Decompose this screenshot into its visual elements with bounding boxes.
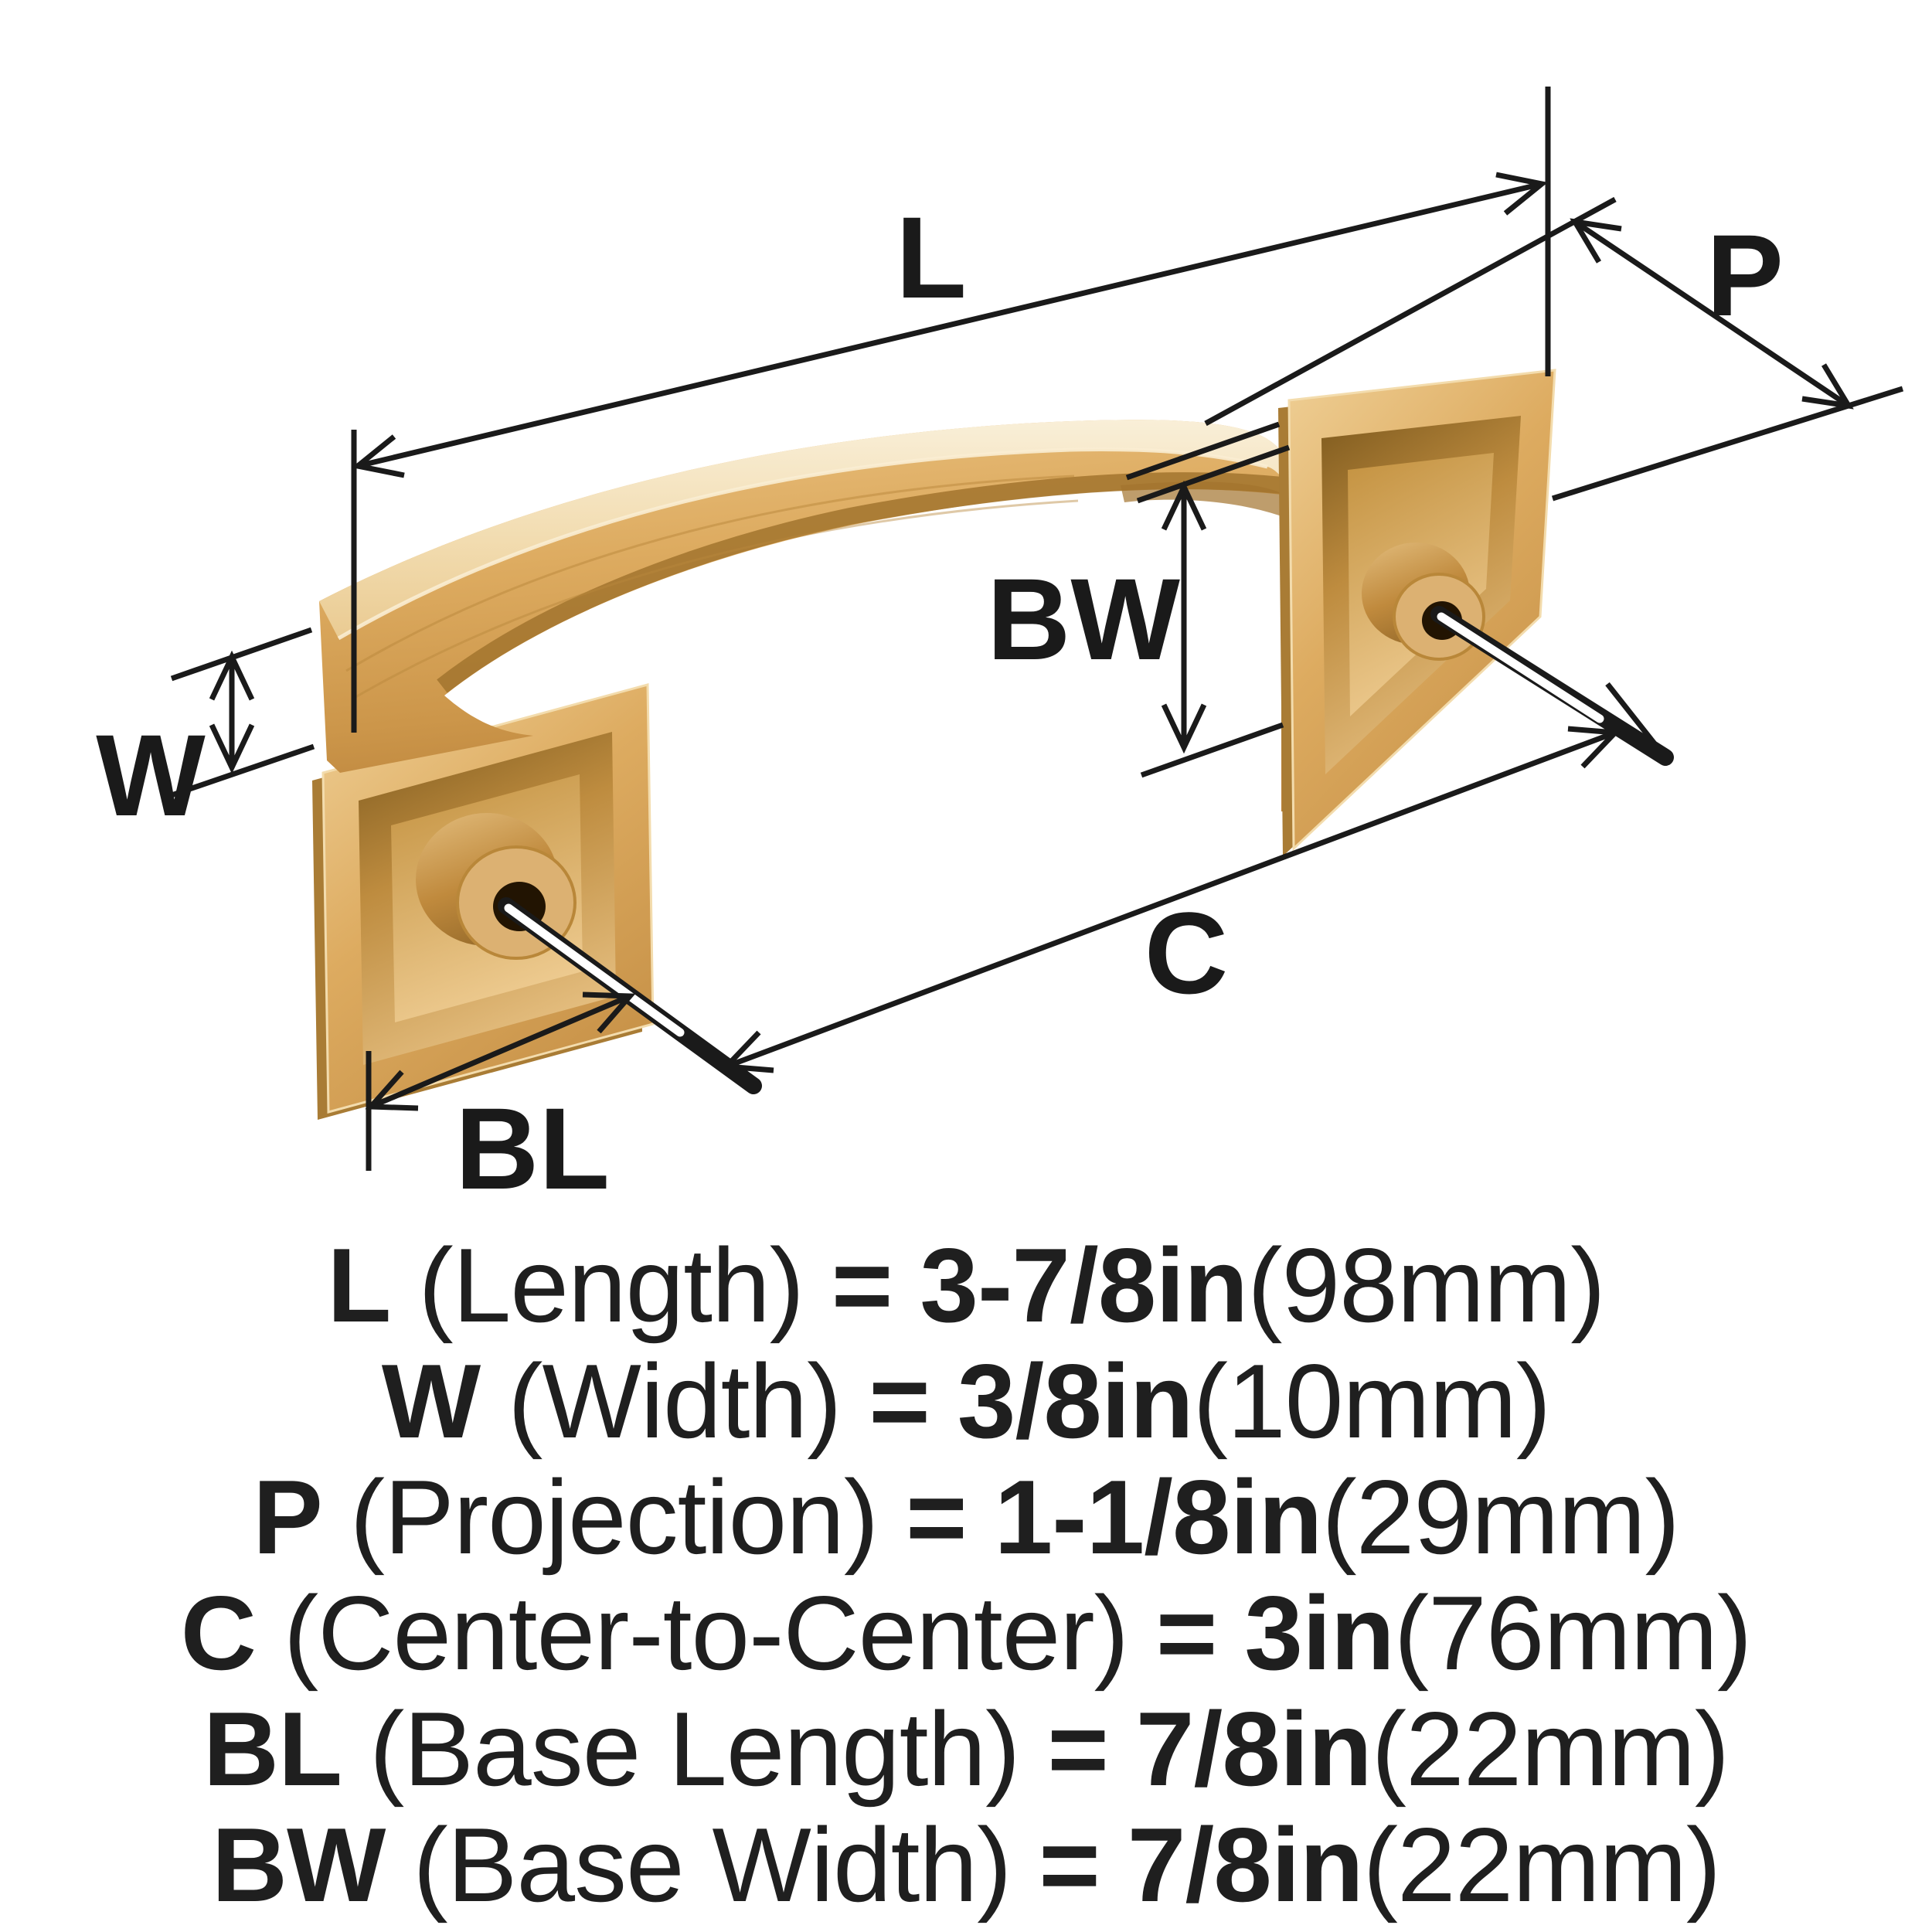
c-extension-tick-right [1605, 682, 1668, 760]
p-extension-line-upper [1204, 196, 1617, 427]
spec-value-mm: (22mm) [1362, 1806, 1721, 1923]
c-arrowhead-right [1567, 726, 1621, 769]
spec-value-mm: (22mm) [1371, 1690, 1730, 1808]
spec-value-in: 3/8in [957, 1342, 1194, 1460]
spec-row-center-to-center: C(Center-to-Center)=3in(76mm) [0, 1575, 1932, 1691]
spec-value-mm: (10mm) [1192, 1342, 1551, 1460]
p-dimension-line [1573, 219, 1850, 408]
label-W: W [96, 710, 206, 840]
bw-arrowhead-top [1161, 480, 1207, 531]
spec-value-in: 7/8in [1127, 1806, 1364, 1923]
label-BW: BW [987, 554, 1180, 684]
spec-equals: = [869, 1342, 930, 1460]
spec-value-in: 3in [1244, 1574, 1394, 1692]
bl-arrowhead-right [582, 992, 636, 1034]
spec-label: W [381, 1342, 481, 1460]
w-tick-upper [170, 627, 313, 682]
label-BL: BL [455, 1083, 610, 1213]
bw-tick-upper-b [1136, 444, 1291, 504]
bw-tick-upper-a [1125, 421, 1281, 481]
spec-label: BL [202, 1690, 342, 1808]
spec-label: L [327, 1226, 391, 1344]
w-arrowhead-top [209, 650, 255, 701]
c-dimension-line [725, 730, 1617, 1070]
bw-arrowhead-bottom [1161, 703, 1207, 754]
label-L: L [896, 192, 967, 322]
spec-name: (Base Width) [413, 1806, 1012, 1923]
pull-handle-dimension-diagram: L P W BW C BL [96, 87, 1904, 1213]
spec-label: P [253, 1458, 323, 1576]
spec-name: (Center-to-Center) [283, 1574, 1129, 1692]
spec-legend: L(Length)=3-7/8in(98mm) W(Width)=3/8in(1… [0, 1227, 1932, 1923]
w-arrowhead-bottom [209, 723, 255, 774]
dimension-BW [1125, 421, 1291, 778]
bar-top-face [319, 420, 1294, 638]
spec-equals: = [906, 1458, 967, 1576]
dimension-BL [365, 992, 636, 1171]
dimension-P [1204, 196, 1904, 502]
spec-value-in: 7/8in [1135, 1690, 1372, 1808]
label-P: P [1706, 210, 1784, 340]
spec-row-length: L(Length)=3-7/8in(98mm) [0, 1227, 1932, 1343]
spec-name: (Length) [418, 1226, 804, 1344]
bl-dimension-line [369, 993, 631, 1110]
right-screw-line [1430, 606, 1674, 766]
bar-brush-streak [345, 474, 1075, 672]
spec-value-mm: (76mm) [1393, 1574, 1752, 1692]
spec-value-mm: (29mm) [1321, 1458, 1679, 1576]
spec-value-mm: (98mm) [1247, 1226, 1605, 1344]
spec-row-projection: P(Projection)=1-1/8in(29mm) [0, 1459, 1932, 1575]
spec-row-base-width: BW(Base Width)=7/8in(22mm) [0, 1807, 1932, 1923]
spec-row-base-length: BL(Base Length)=7/8in(22mm) [0, 1691, 1932, 1807]
dimension-L [351, 87, 1551, 733]
dimension-W [170, 627, 315, 798]
w-tick-lower [170, 743, 315, 798]
label-C: C [1145, 888, 1228, 1018]
spec-name: (Projection) [349, 1458, 879, 1576]
spec-name: (Base Length) [369, 1690, 1020, 1808]
c-arrowhead-left [720, 1030, 774, 1073]
spec-equals: = [1039, 1806, 1100, 1923]
bw-tick-lower [1140, 722, 1284, 778]
spec-label: C [180, 1574, 257, 1692]
pull-handle [312, 369, 1674, 1120]
handle-bar [319, 420, 1294, 811]
l-arrowhead-right [1495, 172, 1548, 216]
spec-equals: = [1047, 1690, 1108, 1808]
spec-value-in: 1-1/8in [994, 1458, 1323, 1576]
spec-equals: = [1155, 1574, 1217, 1692]
spec-value-in: 3-7/8in [920, 1226, 1248, 1344]
bar-brush-streak [351, 499, 1079, 701]
l-arrowhead-left [351, 434, 405, 478]
bar-underside-shadow [437, 472, 1283, 693]
spec-name: (Width) [508, 1342, 842, 1460]
spec-row-width: W(Width)=3/8in(10mm) [0, 1343, 1932, 1459]
bar-top-crease-highlight [337, 447, 1268, 641]
spec-label: BW [211, 1806, 386, 1923]
spec-equals: = [831, 1226, 893, 1344]
p-arrowhead-bottom [1801, 363, 1854, 410]
p-arrowhead-top [1570, 218, 1622, 264]
l-dimension-line [357, 181, 1543, 469]
right-base-plate [1278, 369, 1556, 856]
dimension-C [720, 682, 1668, 1073]
bl-arrowhead-left [365, 1070, 419, 1111]
